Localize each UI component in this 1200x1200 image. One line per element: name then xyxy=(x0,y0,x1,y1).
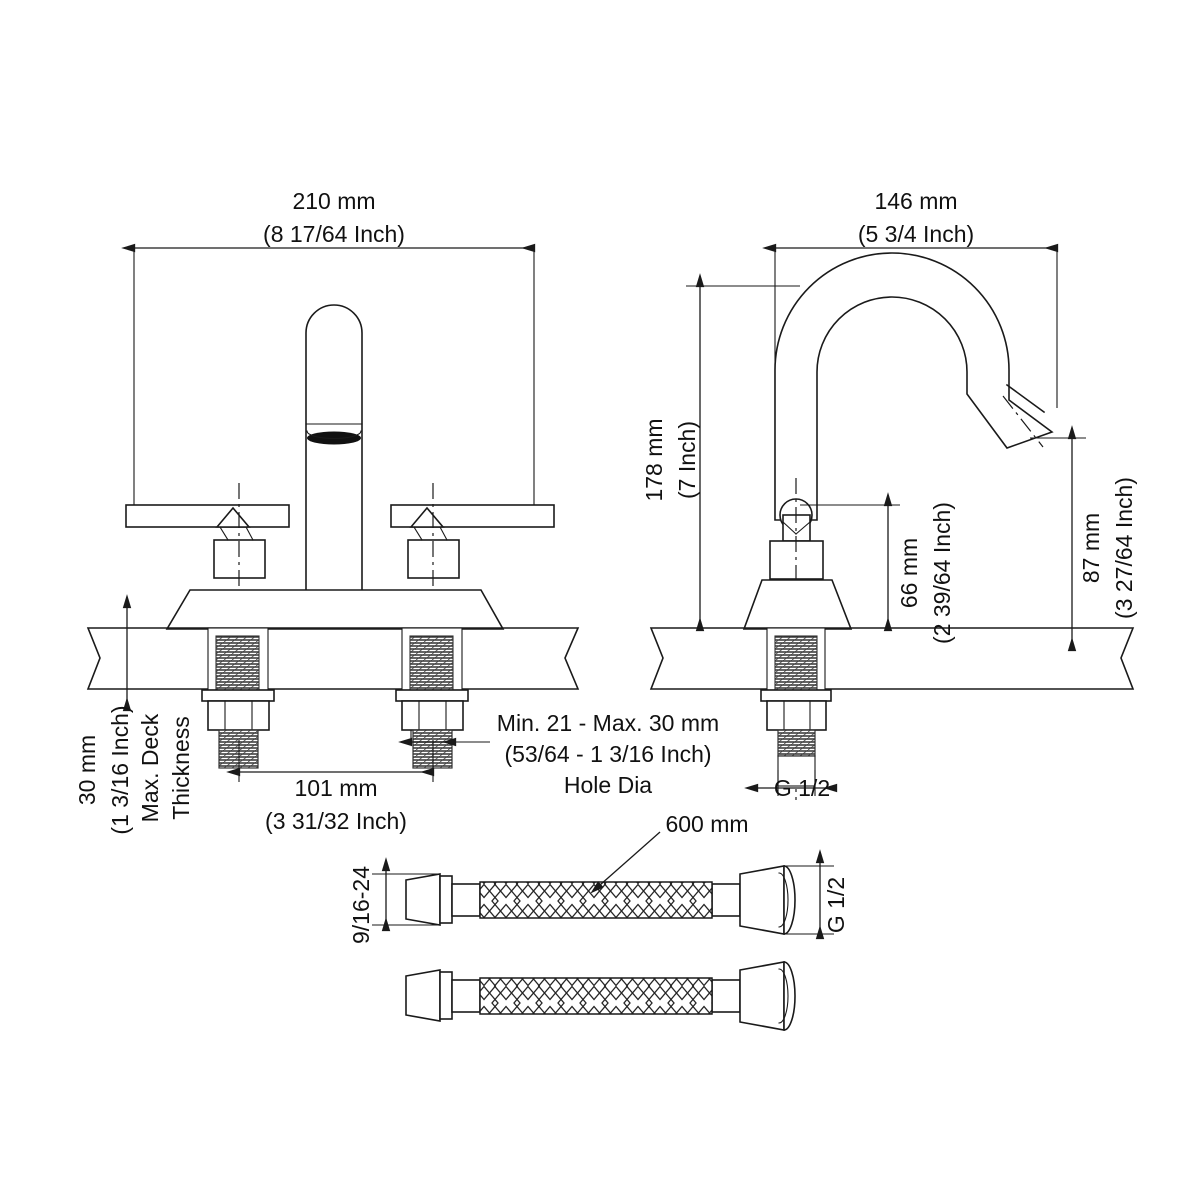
side-view-group xyxy=(649,243,1135,800)
hose-length-label: 600 mm xyxy=(665,811,748,837)
side-shank xyxy=(760,627,832,787)
front-width-inch-label: (8 17/64 Inch) xyxy=(263,221,405,247)
hole-dia-line1: Min. 21 - Max. 30 mm xyxy=(497,710,719,736)
side-inlet-thread-dimension xyxy=(744,770,838,796)
hose-length-leader xyxy=(590,831,661,894)
hole-dia-line2: (53/64 - 1 3/16 Inch) xyxy=(504,741,711,767)
side-reach-inch-label: (5 3/4 Inch) xyxy=(858,221,974,247)
deck-thickness-inch-label: (1 3/16 Inch) xyxy=(107,705,133,834)
side-height-inch-label: (7 Inch) xyxy=(674,421,700,499)
front-deck-section xyxy=(86,627,580,690)
side-height-mm-label: 178 mm xyxy=(641,418,667,501)
center-distance-dimension xyxy=(226,740,435,782)
deck-thickness-note-line1: Max. Deck xyxy=(137,713,163,822)
side-escutcheon xyxy=(742,579,853,630)
center-distance-mm-label: 101 mm xyxy=(294,775,377,801)
front-spout-riser xyxy=(305,304,363,602)
deck-thickness-note-line2: Thickness xyxy=(168,716,194,820)
front-width-dimension xyxy=(121,243,536,520)
supply-hoses-group xyxy=(372,831,834,1031)
side-handle-height-dimension xyxy=(800,492,900,632)
side-inlet-thread-label: G 1/2 xyxy=(774,775,830,801)
deck-thickness-mm-label: 30 mm xyxy=(74,735,100,805)
front-shank-left xyxy=(201,627,275,769)
hose-top-thread-label: 9/16-24 xyxy=(348,866,374,944)
front-escutcheon xyxy=(165,589,505,630)
hose-bottom-thread-label: G 1/2 xyxy=(823,877,849,933)
front-shank-right xyxy=(395,627,469,769)
side-spout-height-inch-label: (3 27/64 Inch) xyxy=(1111,477,1137,619)
side-reach-mm-label: 146 mm xyxy=(874,188,957,214)
hole-dia-leader xyxy=(398,730,490,747)
front-width-mm-label: 210 mm xyxy=(292,188,375,214)
deck-thickness-dimension xyxy=(107,594,152,712)
supply-hose-1 xyxy=(372,849,834,940)
front-view-group xyxy=(86,243,580,782)
supply-hose-2 xyxy=(405,961,796,1031)
hole-dia-line3: Hole Dia xyxy=(564,772,652,798)
dimension-labels: 210 mm (8 17/64 Inch) 146 mm (5 3/4 Inch… xyxy=(74,188,1137,944)
side-handle-height-inch-label: (2 39/64 Inch) xyxy=(929,502,955,644)
center-distance-inch-label: (3 31/32 Inch) xyxy=(265,808,407,834)
side-deck-section xyxy=(649,627,1135,690)
side-spout-body xyxy=(774,252,1054,521)
side-spout-height-dimension xyxy=(1030,425,1086,652)
side-overall-height-dimension xyxy=(686,273,800,632)
side-spout-height-mm-label: 87 mm xyxy=(1078,513,1104,583)
front-handle-left xyxy=(125,483,290,770)
side-handle-height-mm-label: 66 mm xyxy=(896,538,922,608)
